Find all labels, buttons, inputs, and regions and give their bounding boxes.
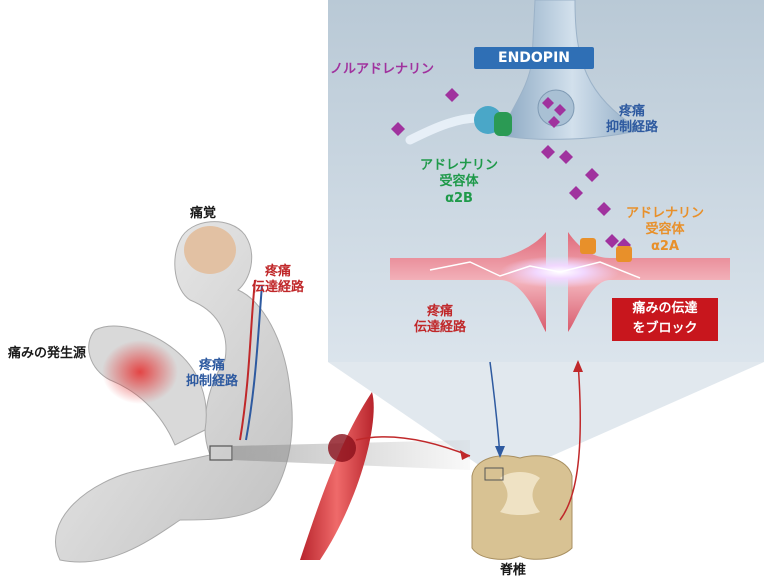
- receptor-a2a-label: アドレナリン 受容体 α2A: [626, 206, 704, 255]
- endopin-label: ENDOPIN: [474, 47, 594, 69]
- cross-section-highlight-box: [484, 467, 504, 481]
- zoom-funnel: [328, 362, 764, 470]
- receptor-a2a-line2: 受容体: [645, 222, 685, 238]
- inhibitory-path-body: [245, 284, 263, 441]
- inhibitory-pathway-line1: 疼痛: [619, 104, 646, 119]
- block-line2: をブロック: [632, 321, 698, 336]
- body-transmission-line2: 伝達経路: [252, 280, 305, 296]
- body-inhibitory-label: 疼痛 抑制経路: [186, 358, 238, 391]
- receptor-a2b-line1: アドレナリン: [420, 158, 499, 173]
- pain-origin-glow: [102, 340, 178, 404]
- transmission-pathway-line1: 疼痛: [427, 304, 454, 319]
- body-inhibitory-line1: 疼痛: [199, 358, 226, 373]
- receptor-a2b-shape: [494, 112, 512, 136]
- block-transmission-box: 痛みの伝達 をブロック: [612, 298, 718, 341]
- panel-blue-arrowhead: [495, 446, 505, 458]
- transmission-pathway-line2: 伝達経路: [414, 320, 467, 336]
- receptor-a2a-shapes: [580, 238, 632, 262]
- pain-sense-label: 痛覚: [190, 206, 217, 221]
- body-transmission-label: 疼痛 伝達経路: [252, 264, 304, 297]
- inhibitory-pathway-label: 疼痛 抑制経路: [606, 104, 658, 137]
- pain-origin-label: 痛みの発生源: [8, 346, 87, 361]
- panel-red-line: [559, 361, 582, 521]
- inhibitory-pathway-line2: 抑制経路: [606, 120, 659, 136]
- transmission-axon-left: [390, 232, 546, 332]
- muscle: [300, 392, 374, 560]
- body-transmission-line1: 疼痛: [265, 264, 292, 279]
- muscle-signal-arrow: [355, 436, 471, 457]
- spine-label: 脊椎: [500, 563, 527, 578]
- panel-red-arrowhead: [573, 360, 583, 372]
- receptor-a2b-line3: α2B: [445, 190, 473, 206]
- noradrenaline-label: ノルアドレナリン: [330, 62, 435, 77]
- receptor-a2b-label: アドレナリン 受容体 α2B: [420, 158, 498, 207]
- spinal-gray-matter: [500, 472, 540, 515]
- transmission-path-body: [239, 279, 256, 441]
- muscle-signal-arrowhead: [460, 450, 470, 460]
- endopin-tail: [405, 113, 483, 145]
- block-line1: 痛みの伝達: [632, 301, 698, 316]
- signal-bolt: [429, 261, 641, 279]
- body-inhibitory-line2: 抑制経路: [186, 374, 239, 390]
- receptor-a2b-line2: 受容体: [439, 174, 479, 190]
- transmission-pathway-label: 疼痛 伝達経路: [414, 304, 466, 337]
- receptor-a2a-line1: アドレナリン: [626, 206, 705, 221]
- receptor-a2a-line3: α2A: [650, 238, 680, 254]
- muscle-pain-point: [328, 434, 356, 462]
